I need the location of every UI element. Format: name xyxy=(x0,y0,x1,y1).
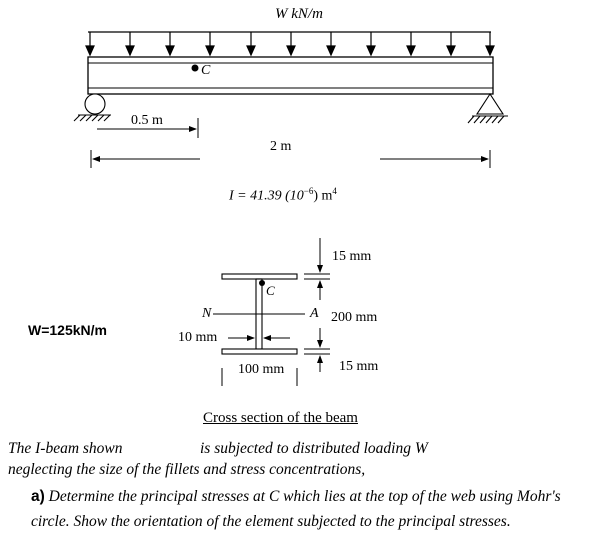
dim-span-label: 2 m xyxy=(270,139,292,154)
dim-width-label: 100 mm xyxy=(238,362,285,377)
flange-dims xyxy=(304,238,330,372)
neutral-axis-n-label: N xyxy=(202,306,212,321)
beam xyxy=(87,56,494,95)
left-support xyxy=(73,93,111,122)
given-w-value: W=125kN/m xyxy=(28,322,107,338)
inertia-unit-exp: 4 xyxy=(332,186,337,196)
problem-line2: neglecting the size of the fillets and s… xyxy=(8,461,366,478)
point-c-marker xyxy=(191,64,199,72)
point-c-label: C xyxy=(201,63,211,78)
inertia-label: I = 41.39 (10−6) m4 xyxy=(229,186,337,204)
part-a-marker: a) xyxy=(31,488,45,505)
dim-top-flange-label: 15 mm xyxy=(332,249,372,264)
inertia-exp: −6 xyxy=(303,186,314,196)
load-arrows xyxy=(85,32,495,57)
part-a-text: Determine the principal stresses at C wh… xyxy=(31,488,561,530)
section-caption: Cross section of the beam xyxy=(203,410,358,426)
load-label: W kN/m xyxy=(275,6,323,22)
dim-web-height-label: 200 mm xyxy=(331,310,378,325)
problem-line1-left: The I-beam shown xyxy=(8,440,123,457)
dim-small-label: 0.5 m xyxy=(131,113,163,128)
dim-span-line xyxy=(90,150,491,168)
width-dim xyxy=(221,368,298,386)
part-a: a) Determine the principal stresses at C… xyxy=(31,484,596,534)
problem-line1-right: is subjected to distributed loading W xyxy=(200,440,428,457)
dim-bottom-flange-label: 15 mm xyxy=(339,359,379,374)
dim-small-line xyxy=(97,118,199,138)
neutral-axis-a-label: A xyxy=(310,306,319,321)
section-point-c-marker xyxy=(259,280,265,286)
right-support xyxy=(467,92,508,124)
dim-web-thickness-label: 10 mm xyxy=(178,330,218,345)
section-point-c-label: C xyxy=(266,283,275,298)
